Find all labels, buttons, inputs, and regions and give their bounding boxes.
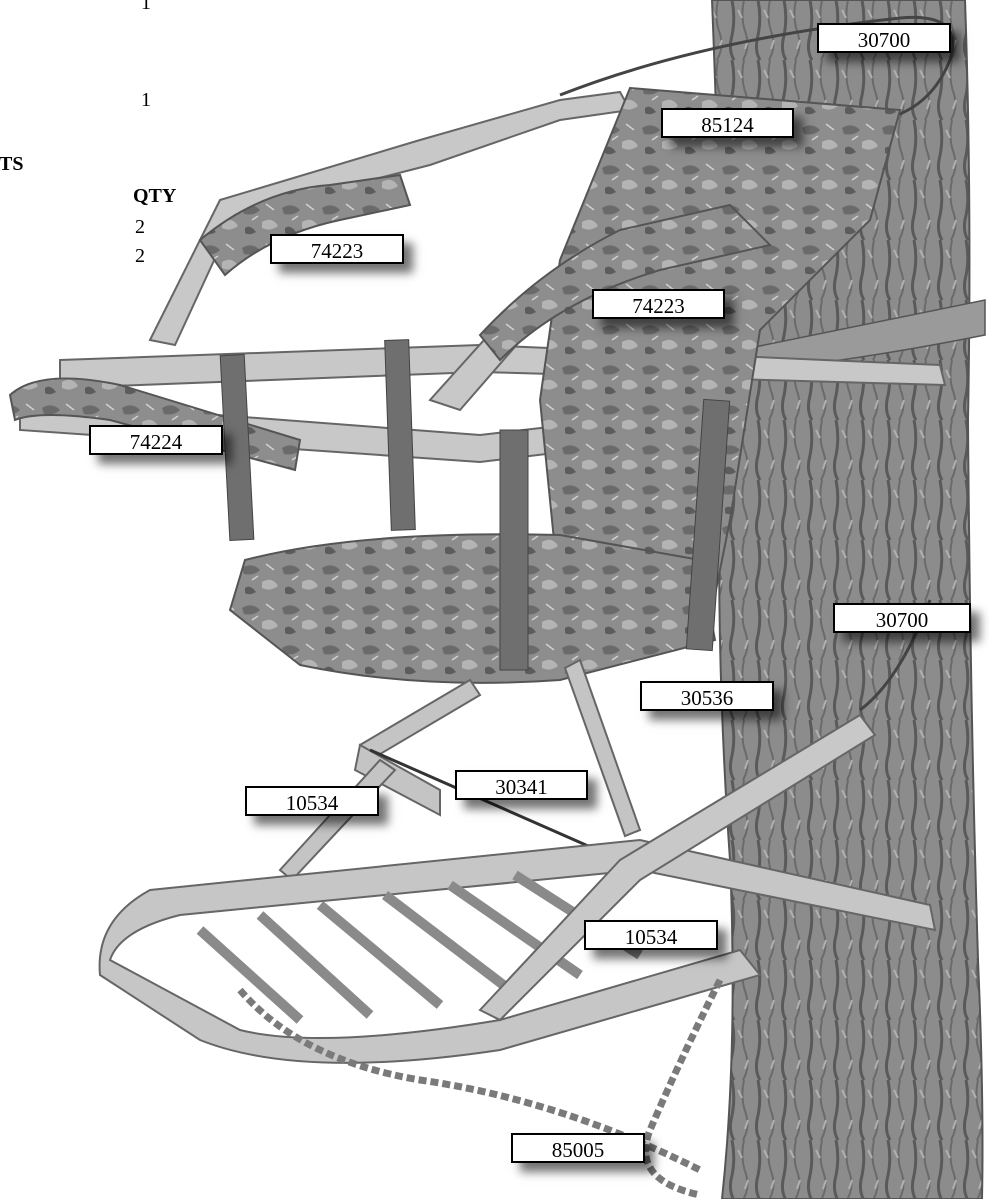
part-label-30536: 30536: [640, 681, 774, 711]
part-label-85005: 85005: [511, 1133, 645, 1163]
part-label-74224: 74224: [89, 425, 223, 455]
part-label-10534: 10534: [245, 786, 379, 816]
qty-value: 1: [141, 0, 151, 14]
tension-cable: [370, 750, 620, 860]
part-label-85124: 85124: [661, 108, 794, 138]
qty-value: 1: [141, 89, 151, 111]
parts-heading-fragment: TS: [0, 153, 23, 175]
qty-heading: QTY: [133, 185, 176, 207]
part-label-30341: 30341: [455, 770, 588, 800]
platform-webbing: [240, 980, 720, 1195]
qty-value: 2: [135, 245, 145, 267]
part-label-74223: 74223: [270, 234, 404, 264]
qty-value: 2: [135, 216, 145, 238]
part-label-74223: 74223: [592, 289, 725, 319]
part-label-10534: 10534: [584, 920, 718, 950]
part-label-30700: 30700: [833, 603, 971, 633]
part-label-30700: 30700: [817, 23, 951, 53]
seat-cushion: [230, 534, 715, 683]
